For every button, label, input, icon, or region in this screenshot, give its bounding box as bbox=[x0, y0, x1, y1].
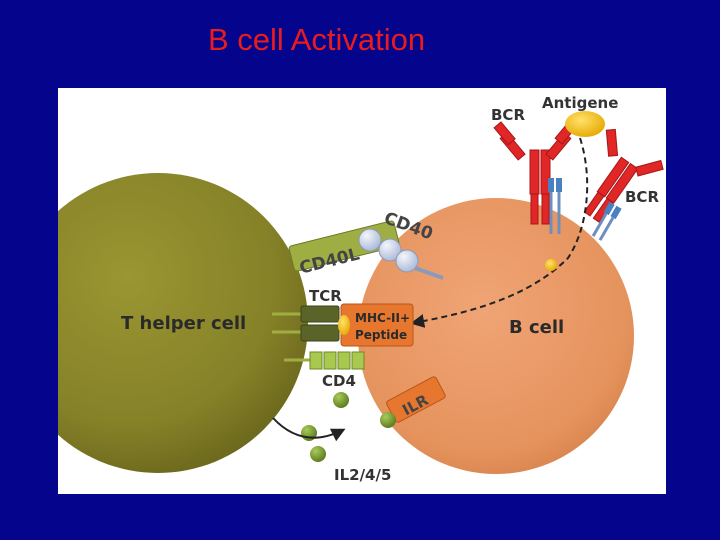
b-cell-activation-diagram: BCR Antigene BCR CD40 CD40L TCR T helper… bbox=[8, 88, 666, 494]
label-bcr-top: BCR bbox=[491, 106, 525, 124]
internalization-arrow bbox=[410, 137, 589, 328]
antigen-particle bbox=[565, 111, 605, 137]
label-mhc-line1: MHC-II+ bbox=[355, 311, 410, 325]
internalized-antigen bbox=[545, 259, 557, 271]
secretion-arrow bbox=[272, 417, 346, 442]
label-b-cell: B cell bbox=[509, 317, 564, 338]
cd4-molecule bbox=[284, 351, 365, 370]
tcr-molecule bbox=[272, 305, 340, 342]
label-t-helper-cell: T helper cell bbox=[121, 313, 246, 334]
slide-title: B cell Activation bbox=[208, 22, 426, 57]
label-bcr-right: BCR bbox=[625, 188, 659, 206]
label-mhc-line2: Peptide bbox=[355, 328, 407, 342]
ig-alpha-beta-right bbox=[591, 201, 622, 241]
label-il: IL2/4/5 bbox=[334, 466, 391, 484]
cd40-molecule bbox=[358, 228, 444, 280]
peptide-marker bbox=[338, 315, 350, 335]
label-tcr: TCR bbox=[309, 287, 342, 305]
t-helper-cell-body bbox=[8, 173, 308, 473]
label-cd4: CD4 bbox=[322, 372, 356, 390]
label-antigene: Antigene bbox=[542, 94, 618, 112]
diagram-panel: BCR Antigene BCR CD40 CD40L TCR T helper… bbox=[8, 88, 666, 494]
ig-alpha-beta-left bbox=[548, 178, 562, 234]
bcr-receptor-left bbox=[493, 120, 577, 225]
